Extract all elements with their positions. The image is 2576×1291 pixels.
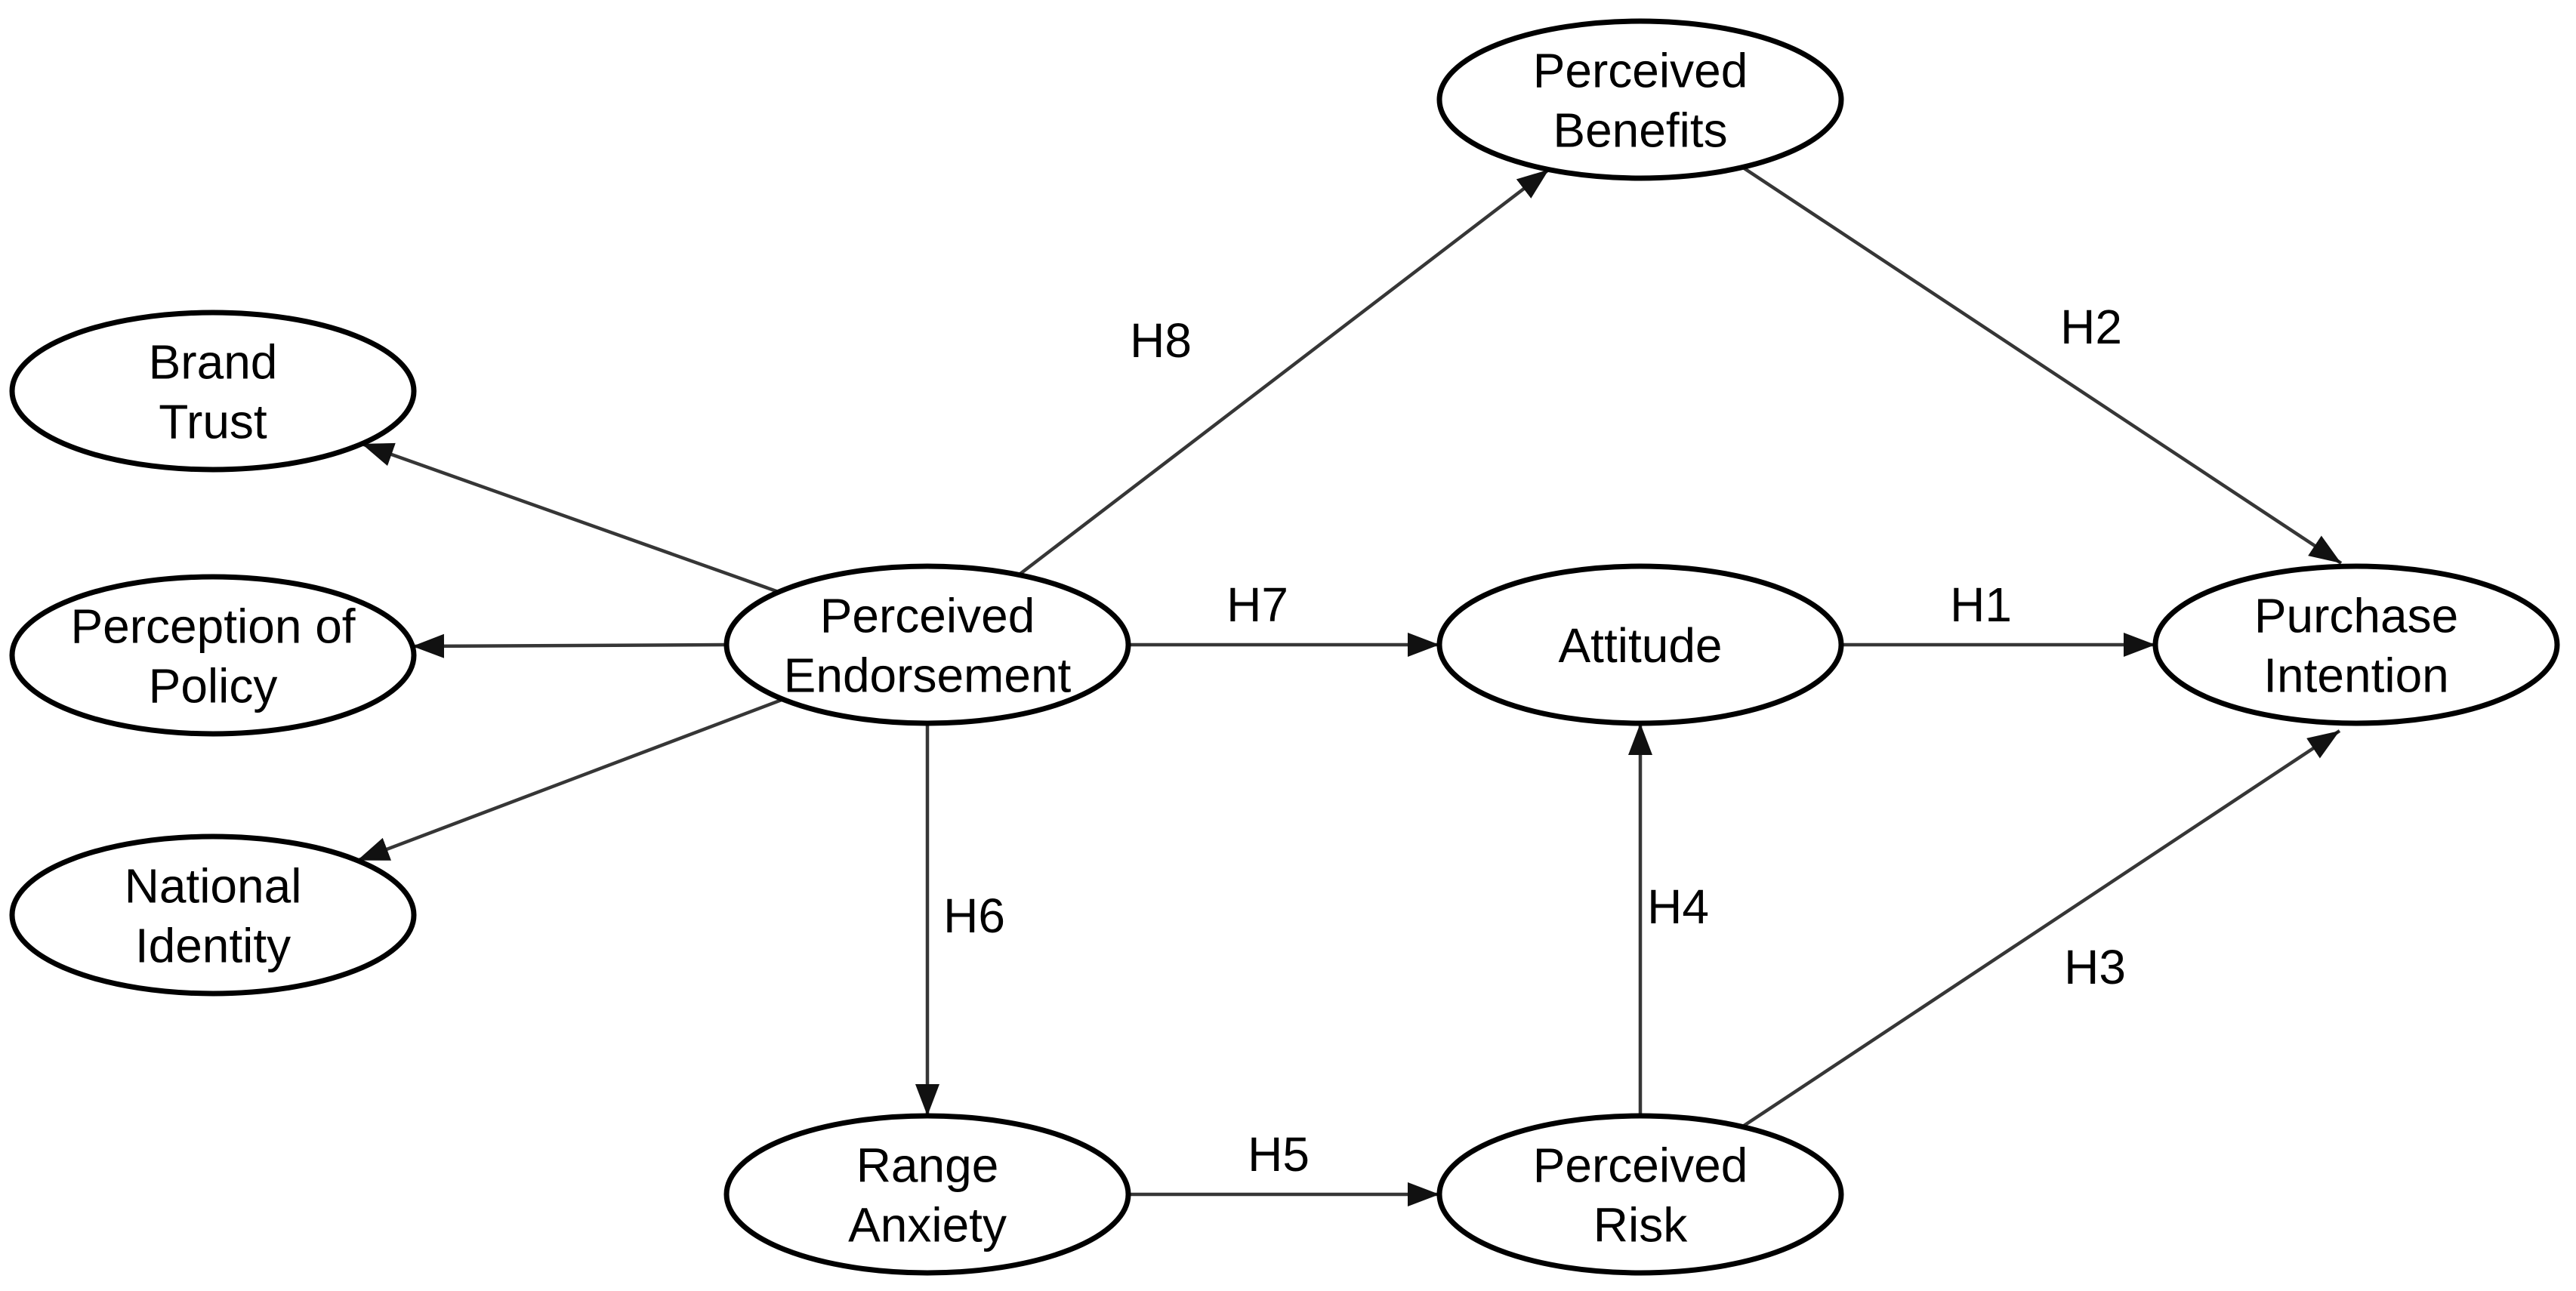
edge-perceived-endorsement--perception-of-policy <box>412 633 727 658</box>
edge-label-h7: H7 <box>1226 578 1288 632</box>
edge-perceived-risk--purchase-intention-h3 <box>1741 729 2341 1129</box>
edge-label-h8: H8 <box>1130 313 1192 368</box>
node-brand-trust-shape <box>9 310 417 473</box>
edge-label-h4: H4 <box>1647 880 1709 934</box>
node-national-identity-shape <box>9 833 417 997</box>
edge-label-h3: H3 <box>2064 940 2126 994</box>
edge-label-h2: H2 <box>2060 300 2122 354</box>
node-attitude: Attitude <box>1436 563 1844 726</box>
node-perceived-benefits-shape <box>1436 18 1844 181</box>
edge-perceived-endorsement--brand-trust <box>361 442 779 594</box>
edge-perceived-benefits--purchase-intention-h2 <box>1741 165 2343 565</box>
node-attitude-shape <box>1436 563 1844 726</box>
node-purchase-intention-shape <box>2152 563 2560 726</box>
edge-perceived-endorsement--perceived-benefits-h8 <box>1017 168 1550 577</box>
edge-label-h1: H1 <box>1950 578 2012 632</box>
edge-label-h5: H5 <box>1248 1127 1310 1182</box>
edges-layer <box>356 165 2343 1206</box>
edge-label-h6: H6 <box>943 889 1005 943</box>
node-range-anxiety-shape <box>723 1113 1131 1276</box>
node-perceived-risk-shape <box>1436 1113 1844 1276</box>
node-attitude-label: Attitude <box>1558 618 1722 673</box>
edge-perceived-endorsement--national-identity <box>356 698 784 862</box>
node-perception-of-policy-shape <box>9 574 417 737</box>
node-perceived-endorsement-shape <box>723 563 1131 726</box>
